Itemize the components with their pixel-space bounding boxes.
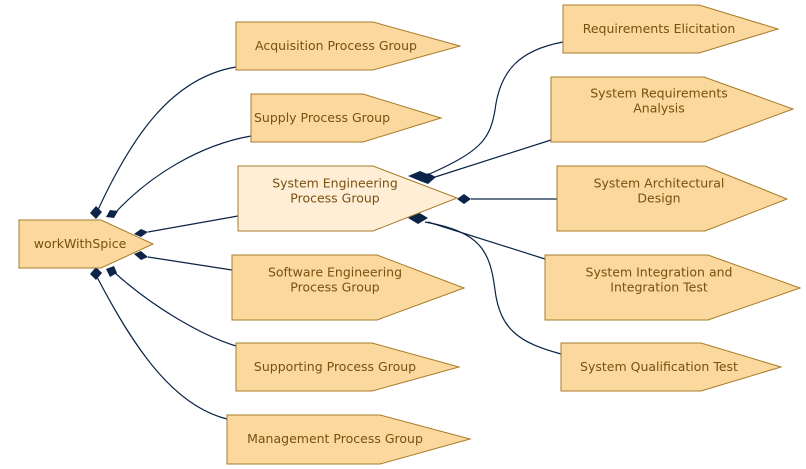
node-label-line: System Architectural [594, 176, 725, 191]
edge-workwithspice-supporting [106, 266, 237, 347]
node-label: Requirements Elicitation [583, 21, 736, 36]
edge-system-engineering-system-requirements-analysis [420, 139, 552, 184]
node-label-line: Requirements Elicitation [583, 21, 736, 36]
node-label-line: workWithSpice [34, 236, 127, 251]
node-label: Acquisition Process Group [255, 38, 417, 53]
edge-workwithspice-supply [106, 135, 252, 218]
node-label-line: Supply Process Group [254, 110, 390, 125]
edge-system-engineering-system-integration [408, 212, 546, 260]
node-label-line: Process Group [290, 191, 380, 206]
node-supporting-process-group[interactable]: Supporting Process Group [235, 342, 461, 392]
node-requirements-elicitation[interactable]: Requirements Elicitation [562, 4, 780, 54]
node-label-line: System Requirements [590, 86, 728, 101]
edge-system-engineering-requirements-elicitation [408, 41, 564, 181]
node-label-line: Acquisition Process Group [255, 38, 417, 53]
node-label-line: Supporting Process Group [254, 359, 416, 374]
node-label-line: Process Group [290, 280, 380, 295]
edge-workwithspice-acquisition [90, 66, 237, 219]
node-supply-process-group[interactable]: Supply Process Group [250, 93, 443, 143]
node-label-line: Integration Test [610, 280, 708, 295]
node-label: System Qualification Test [580, 359, 738, 374]
node-label: Supply Process Group [254, 110, 390, 125]
node-label-line: System Integration and [586, 265, 733, 280]
edge-workwithspice-software-engineering [134, 251, 233, 271]
node-label-line: System Qualification Test [580, 359, 738, 374]
node-label-line: System Engineering [272, 176, 398, 191]
edge-system-engineering-system-architectural-design [457, 194, 557, 204]
node-system-qualification-test[interactable]: System Qualification Test [560, 342, 783, 392]
edge-system-engineering-system-qualification [424, 221, 562, 355]
node-label-line: Analysis [633, 101, 685, 116]
edge-workwithspice-management [90, 267, 228, 420]
diagram-edges [90, 41, 564, 420]
diagram-nodes: workWithSpice Acquisition Process Group … [18, 4, 802, 465]
node-label: workWithSpice [34, 236, 127, 251]
node-label: Supporting Process Group [254, 359, 416, 374]
edge-workwithspice-system-engineering [134, 215, 239, 237]
node-management-process-group[interactable]: Management Process Group [226, 414, 472, 465]
node-label-line: Design [637, 191, 680, 206]
node-acquisition-process-group[interactable]: Acquisition Process Group [235, 21, 462, 71]
node-label-line: Software Engineering [268, 265, 402, 280]
node-workwithspice[interactable]: workWithSpice [18, 219, 155, 269]
node-label-line: Management Process Group [247, 431, 423, 446]
node-label: Management Process Group [247, 431, 423, 446]
